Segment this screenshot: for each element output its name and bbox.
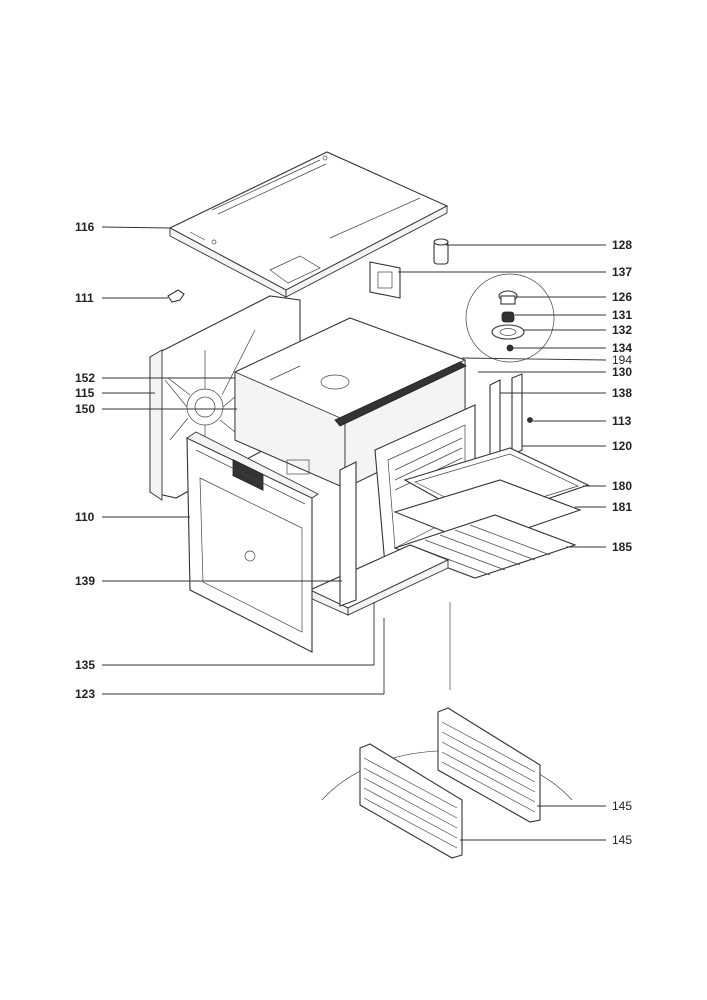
heating-element-part [334,361,467,427]
cylinder-part [433,238,449,265]
callout-137: 137 [612,265,632,279]
shelf-runner-left-part [359,743,463,859]
callout-120: 120 [612,439,632,453]
lamp-assembly-part [491,290,525,352]
callout-128: 128 [612,238,632,252]
callout-181: 181 [612,500,632,514]
oven-door-part [186,431,319,653]
callout-150: 150 [75,402,95,416]
callout-labels: 116 128 137 111 126 131 132 134 194 152 … [75,220,632,847]
callout-131: 131 [612,308,632,322]
shelf-runner-right-part [437,707,541,823]
callout-145-upper: 145 [612,799,632,813]
callout-145-lower: 145 [612,833,632,847]
callout-126: 126 [612,290,632,304]
callout-113: 113 [612,414,632,428]
callout-130: 130 [612,365,632,379]
callout-185: 185 [612,540,632,554]
hinge-part [167,289,185,303]
bracket-part [369,261,401,299]
callout-139: 139 [75,574,95,588]
callout-138: 138 [612,386,632,400]
callout-116: 116 [75,220,95,234]
bottom-base-part [308,544,450,616]
callout-135: 135 [75,658,95,672]
callout-134: 134 [612,341,632,355]
callout-110: 110 [75,510,95,524]
callout-194: 194 [612,353,632,367]
side-rail-part [339,461,357,607]
callout-152: 152 [75,371,95,385]
leader-lines [101,226,607,841]
callout-111: 111 [75,291,94,305]
top-cover-part [168,151,449,298]
callout-123: 123 [75,687,95,701]
callout-115: 115 [75,386,95,400]
callout-132: 132 [612,323,632,337]
callout-180: 180 [612,479,632,493]
